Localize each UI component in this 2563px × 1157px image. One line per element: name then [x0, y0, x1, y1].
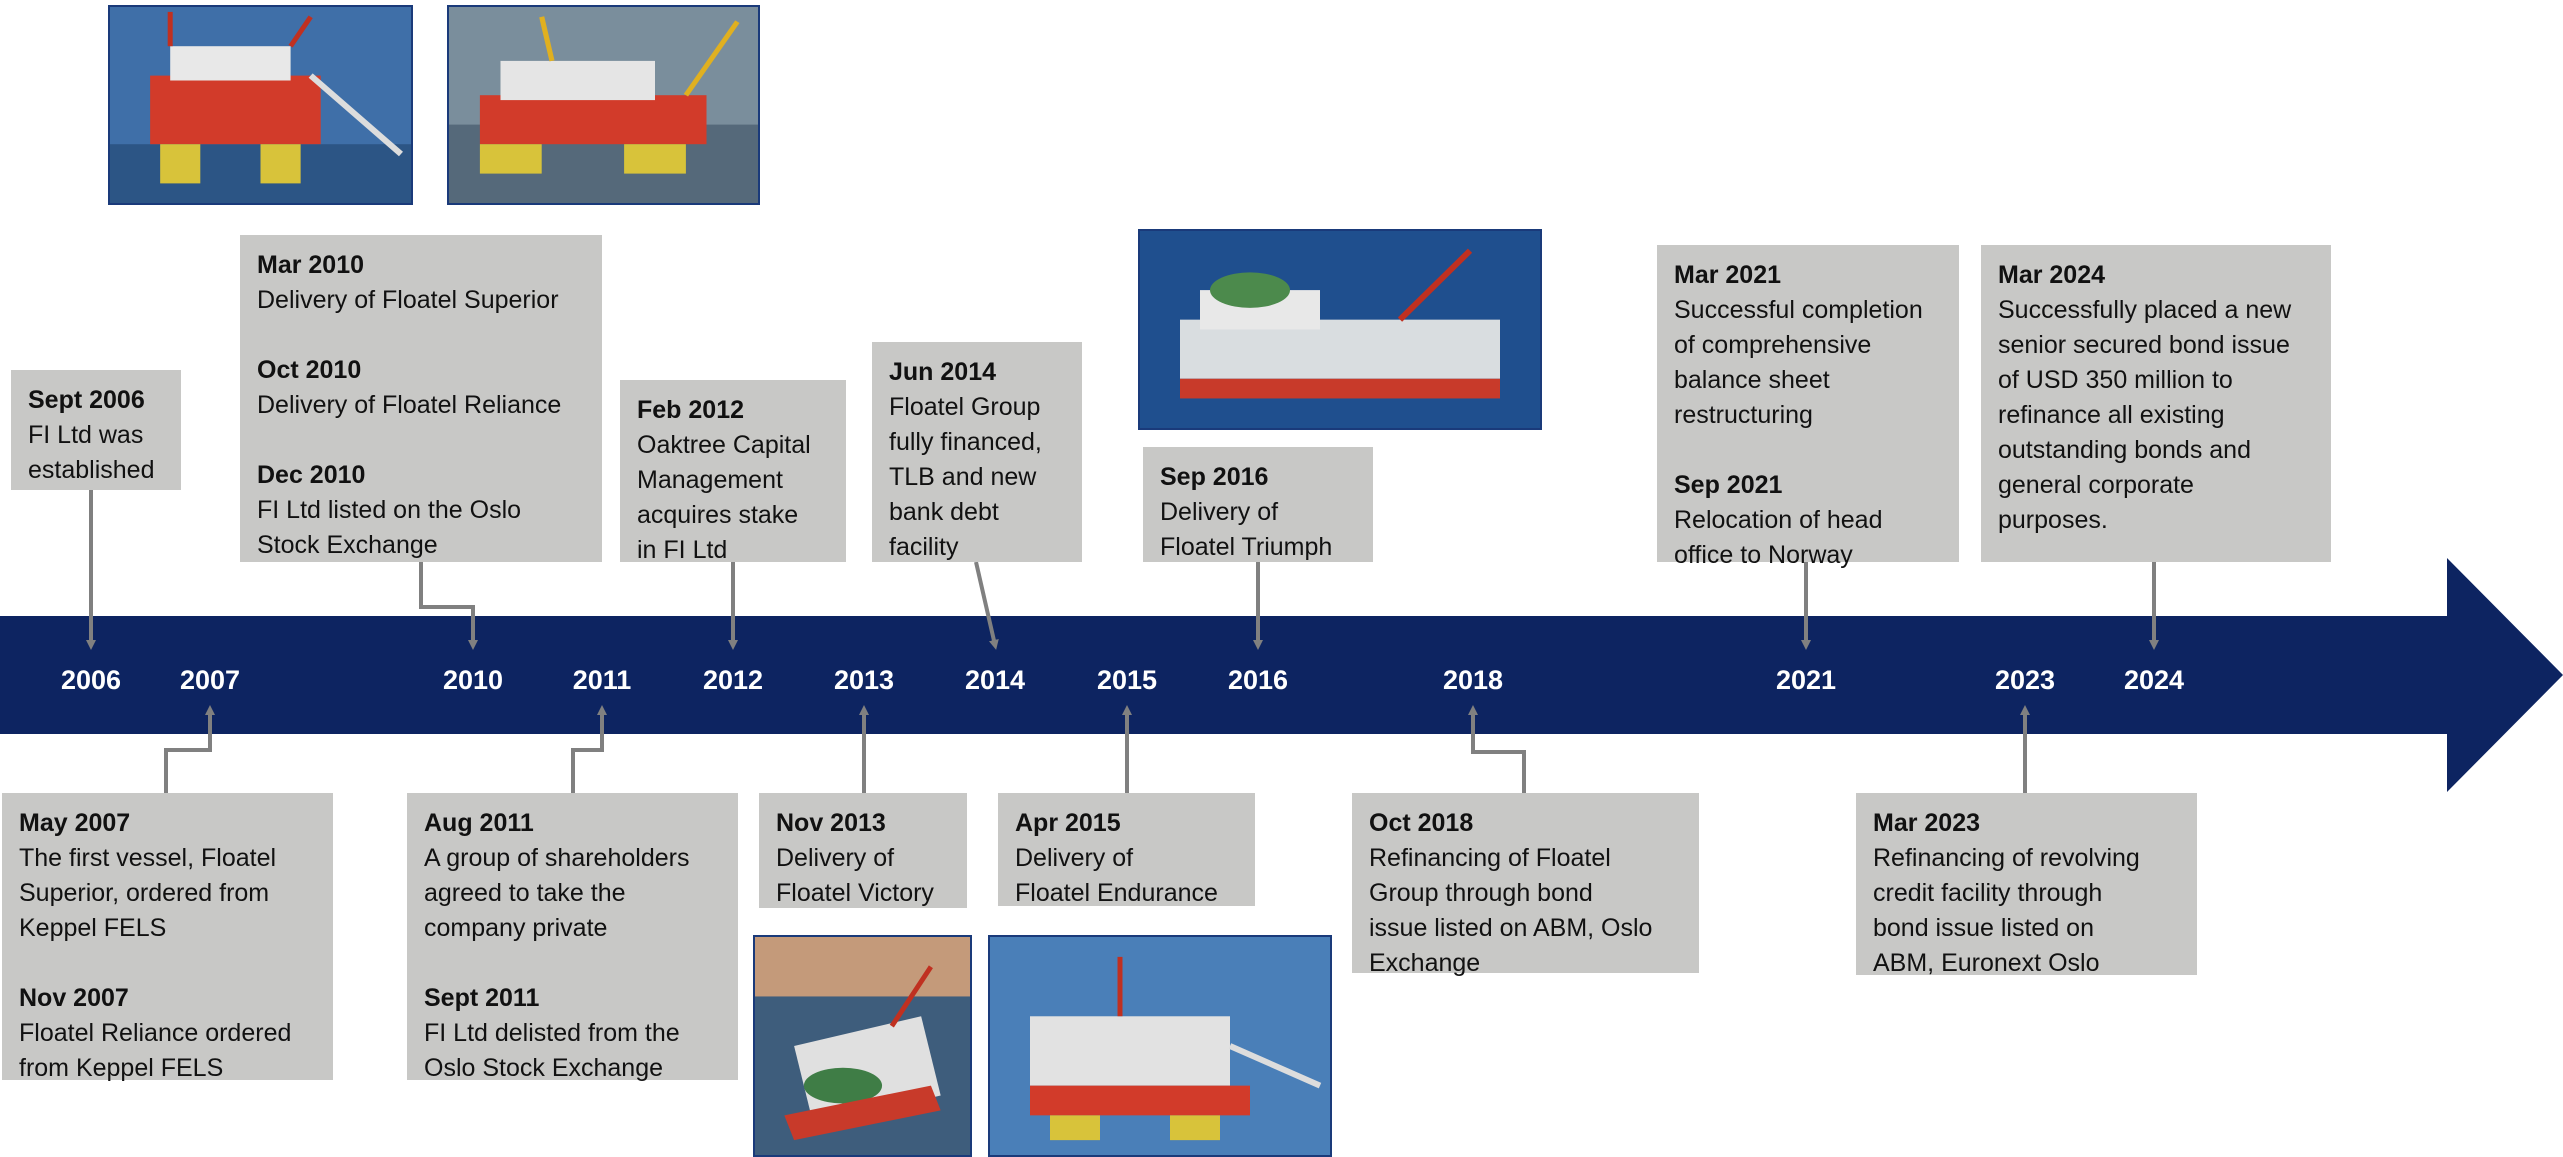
- event-box-sept-2006: Sept 2006 FI Ltd was established: [11, 370, 181, 490]
- vessel-photo-3: [1138, 229, 1542, 430]
- event-text: Refinancing of Floatel Group through bon…: [1369, 844, 1653, 977]
- event-date: Mar 2021: [1674, 261, 1782, 289]
- event-date: Apr 2015: [1015, 809, 1121, 837]
- vessel-photo-1: [108, 5, 413, 205]
- event-text: Relocation of head office to Norway: [1674, 506, 1883, 569]
- event-date: Sept 2006: [28, 386, 145, 414]
- event-text: Delivery of Floatel Reliance: [257, 391, 562, 419]
- event-date: Mar 2023: [1873, 809, 1981, 837]
- year-label-2014: 2014: [964, 665, 1026, 695]
- event-date: May 2007: [19, 809, 131, 837]
- event-date: Sept 2011: [424, 984, 540, 1012]
- event-box-2011: Aug 2011 A group of shareholders agreed t…: [407, 793, 738, 1082]
- event-text: The first vessel, Floatel Superior, orde…: [19, 844, 277, 942]
- event-text: Oaktree Capital Management acquires stak…: [637, 431, 811, 564]
- year-label-2012: 2012: [702, 665, 764, 695]
- event-text: A group of shareholders agreed to take t…: [424, 844, 690, 942]
- year-label-2006: 2006: [60, 665, 122, 695]
- event-date: Oct 2010: [257, 356, 362, 384]
- event-date: Oct 2018: [1369, 809, 1474, 837]
- event-text: Refinancing of revolving credit facility…: [1873, 844, 2140, 977]
- year-label-2010: 2010: [442, 665, 504, 695]
- event-date: Sep 2021: [1674, 471, 1783, 499]
- event-date: Mar 2010: [257, 251, 365, 279]
- event-text: Delivery of Floatel Superior: [257, 286, 559, 314]
- event-text: Successfully placed a new senior secured…: [1998, 296, 2292, 534]
- event-text: FI Ltd listed on the Oslo Stock Exchange: [257, 496, 522, 559]
- event-date: Nov 2013: [776, 809, 886, 837]
- event-text: Floatel Reliance ordered from Keppel FEL…: [19, 1019, 292, 1082]
- event-text: Floatel Group fully financed, TLB and ne…: [889, 393, 1042, 561]
- event-text: FI Ltd was established: [28, 421, 155, 484]
- year-label-2011: 2011: [572, 665, 632, 695]
- year-label-2018: 2018: [1442, 665, 1504, 695]
- event-date: Feb 2012: [637, 396, 745, 424]
- year-label-2007: 2007: [179, 665, 241, 695]
- event-date: Jun 2014: [889, 358, 997, 386]
- year-label-2024: 2024: [2123, 665, 2185, 695]
- event-date: Nov 2007: [19, 984, 129, 1012]
- vessel-photo-2: [447, 5, 760, 205]
- event-date: Dec 2010: [257, 461, 366, 489]
- year-label-2016: 2016: [1227, 665, 1289, 695]
- year-label-2021: 2021: [1775, 665, 1837, 695]
- year-label-2015: 2015: [1096, 665, 1158, 695]
- vessel-photo-5: [988, 935, 1332, 1157]
- event-text: Delivery of Floatel Victory: [776, 844, 934, 907]
- vessel-photo-4: [753, 935, 972, 1157]
- event-text: FI Ltd delisted from the Oslo Stock Exch…: [424, 1019, 680, 1082]
- year-label-2013: 2013: [833, 665, 895, 695]
- event-text: Successful completion of comprehensive b…: [1674, 296, 1923, 429]
- event-text: Delivery of Floatel Triumph: [1160, 498, 1333, 561]
- event-date: Aug 2011: [424, 809, 534, 837]
- year-label-2023: 2023: [1994, 665, 2056, 695]
- event-text: Delivery of Floatel Endurance: [1015, 844, 1218, 907]
- event-date: Mar 2024: [1998, 261, 2106, 289]
- event-date: Sep 2016: [1160, 463, 1269, 491]
